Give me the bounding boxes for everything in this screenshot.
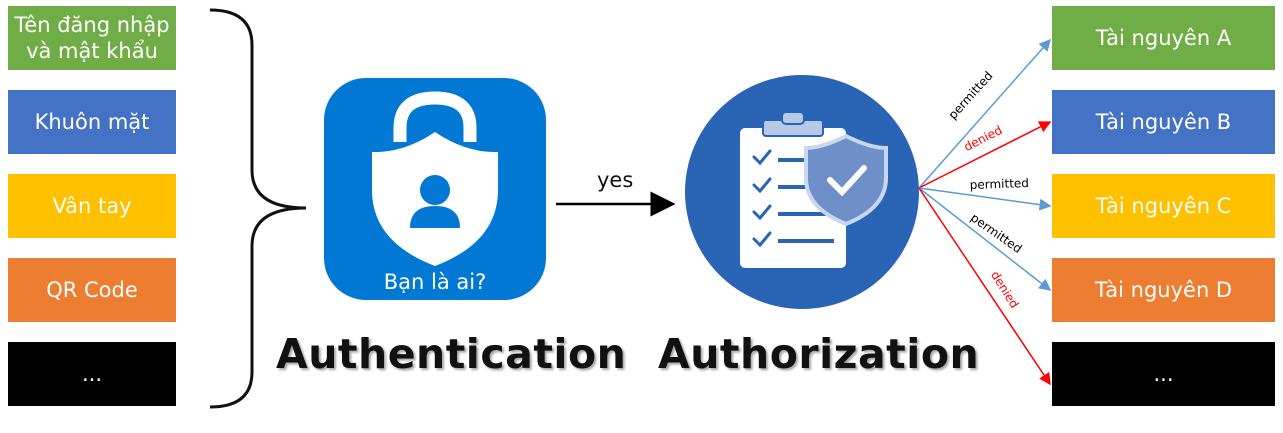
curly-brace bbox=[209, 8, 307, 409]
edge-to-resource-a bbox=[918, 38, 1051, 189]
identity-method-more: ... bbox=[8, 342, 176, 406]
edge-to-resource-d bbox=[918, 187, 1052, 291]
resource-d: Tài nguyên D bbox=[1052, 258, 1275, 322]
authorization-title: Authorization bbox=[658, 330, 980, 378]
edge-to-resource-b bbox=[918, 121, 1052, 189]
edge-to-resource-c bbox=[918, 187, 1052, 211]
edge-label-c: permitted bbox=[969, 175, 1030, 192]
resource-a: Tài nguyên A bbox=[1052, 6, 1275, 70]
edge-to-resource-more bbox=[918, 187, 1051, 386]
authentication-caption: Bạn là ai? bbox=[383, 270, 487, 294]
identity-method-username-password: Tên đăng nhập và mật khẩu bbox=[8, 6, 176, 70]
resource-more: ... bbox=[1052, 342, 1275, 406]
identity-method-face: Khuôn mặt bbox=[8, 90, 176, 154]
identity-method-fingerprint: Vân tay bbox=[8, 174, 176, 238]
clipboard-checklist-shield-icon bbox=[685, 75, 919, 309]
resource-b: Tài nguyên B bbox=[1052, 90, 1275, 154]
authentication-title: Authentication bbox=[276, 330, 627, 378]
lock-shield-user-icon bbox=[324, 78, 546, 300]
yes-label: yes bbox=[597, 168, 634, 192]
identity-method-qr-code: QR Code bbox=[8, 258, 176, 322]
resource-c: Tài nguyên C bbox=[1052, 174, 1275, 238]
